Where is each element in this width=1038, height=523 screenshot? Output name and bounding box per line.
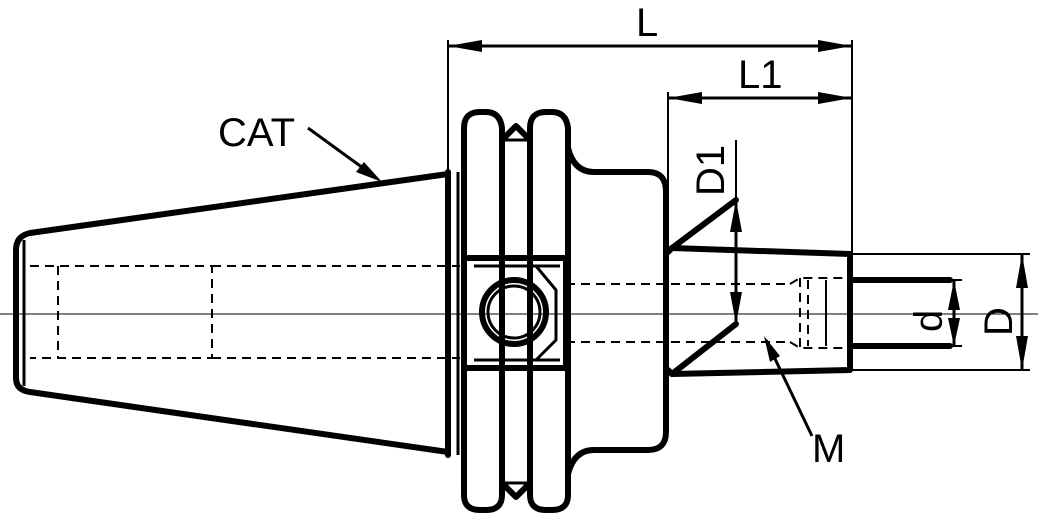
arrow-L-right	[818, 40, 852, 52]
tool-stub	[847, 277, 953, 349]
shank-bore-step	[789, 277, 850, 349]
arrow-L1-left	[668, 92, 702, 104]
arrow-L-left	[448, 40, 482, 52]
arrow-D-bottom	[1016, 336, 1028, 370]
taper-bore-hidden	[30, 265, 213, 359]
label-cat: CAT	[218, 111, 295, 155]
shank-bore-hidden	[566, 283, 790, 343]
countersink-top	[669, 197, 739, 251]
flange-disc-right	[527, 109, 571, 513]
label-L1: L1	[738, 53, 783, 97]
arrow-D-top	[1016, 254, 1028, 288]
arrow-m	[764, 336, 780, 362]
arrow-D1-bottom	[730, 292, 742, 324]
label-D1: D1	[689, 145, 733, 196]
taper-body	[13, 171, 451, 455]
cross-hole	[479, 277, 549, 347]
label-D: D	[977, 307, 1021, 336]
label-m: M	[812, 427, 845, 471]
label-L: L	[636, 1, 658, 45]
arrow-L1-right	[818, 92, 852, 104]
drive-slot	[463, 255, 569, 371]
cross-hole-inner	[486, 284, 542, 340]
countersink-bottom	[669, 321, 739, 377]
bore-hidden-right	[212, 265, 460, 359]
v-groove	[499, 123, 533, 500]
drive-slot-chamfer	[534, 265, 558, 362]
flange-disc-left	[461, 109, 505, 513]
arrow-d-bottom	[948, 318, 960, 346]
arrow-cat	[356, 162, 382, 182]
arrow-D1-top	[730, 200, 742, 232]
hub-body	[565, 145, 669, 477]
arrow-d-top	[948, 280, 960, 310]
label-d: d	[907, 310, 951, 332]
